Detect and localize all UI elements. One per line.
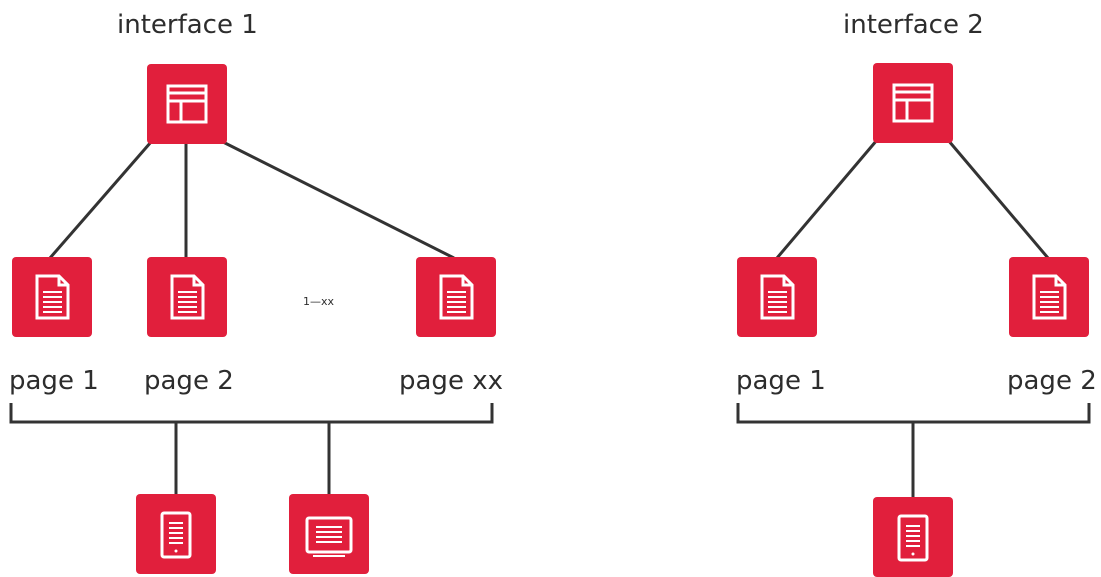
- tablet-icon: [897, 514, 929, 562]
- document-icon: [439, 274, 474, 320]
- page-range-label: 1—xx: [303, 295, 335, 308]
- right-page-1-node: [737, 257, 817, 337]
- page-2-label: page 2: [144, 366, 234, 396]
- tablet-icon: [160, 511, 192, 559]
- page-xx-label: page xx: [399, 366, 503, 396]
- page-xx-node: [416, 257, 496, 337]
- right-tablet-device-node: [873, 497, 953, 577]
- right-page-2-node: [1009, 257, 1089, 337]
- page-1-node: [12, 257, 92, 337]
- page-1-label: page 1: [9, 366, 99, 396]
- interface-2-title: interface 2: [843, 10, 984, 40]
- document-icon: [170, 274, 205, 320]
- document-icon: [1032, 274, 1067, 320]
- document-icon: [35, 274, 70, 320]
- interface-1-title: interface 1: [117, 10, 258, 40]
- window-layout-icon: [166, 84, 208, 124]
- monitor-device-node: [289, 494, 369, 574]
- document-icon: [760, 274, 795, 320]
- right-page-2-label: page 2: [1007, 366, 1097, 396]
- tablet-device-node: [136, 494, 216, 574]
- right-page-1-label: page 1: [736, 366, 826, 396]
- page-2-node: [147, 257, 227, 337]
- window-layout-icon: [892, 83, 934, 123]
- monitor-icon: [305, 516, 353, 557]
- interface-1-node: [147, 64, 227, 144]
- interface-2-node: [873, 63, 953, 143]
